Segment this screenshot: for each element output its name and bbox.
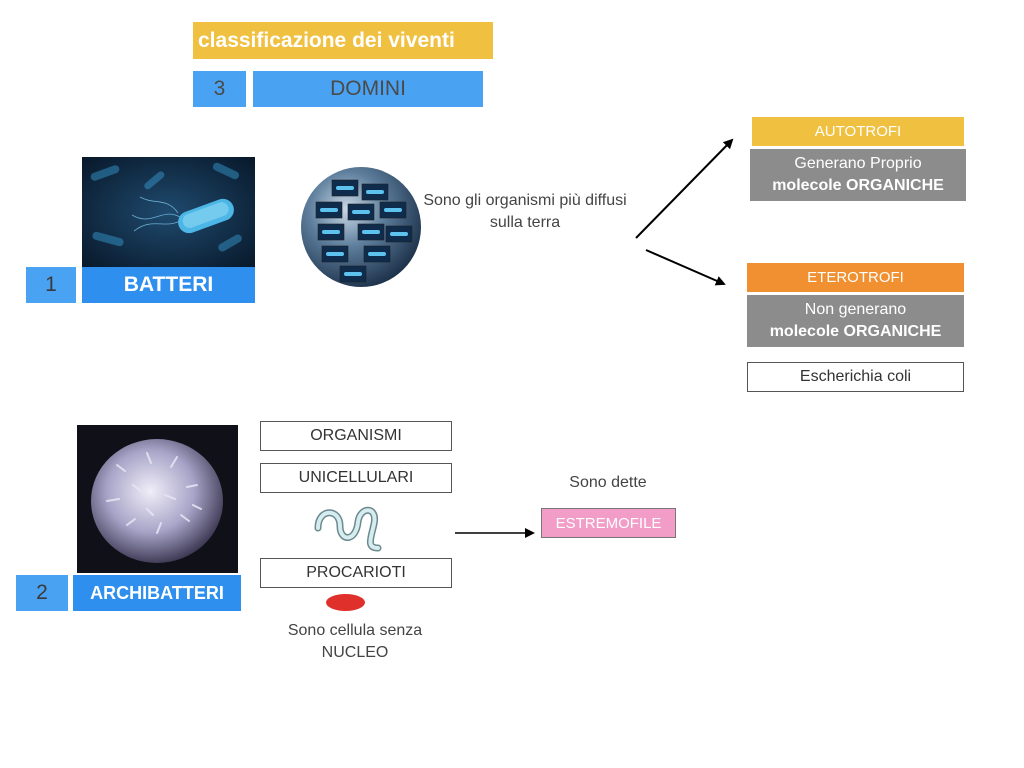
page-title: classificazione dei viventi [193,22,493,59]
batteri-label: BATTERI [82,267,255,303]
red-cell-dot [326,594,365,611]
earth-globe-image [300,166,422,288]
domain-count-badge: 3 [193,71,246,107]
autotrofi-line1: Generano Proprio [794,155,922,172]
eterotrofi-description: Non generano molecole ORGANICHE [747,295,964,347]
autotrofi-line2: molecole ORGANICHE [772,177,944,194]
eterotrofi-header: ETEROTROFI [747,263,964,292]
description-line2: NUCLEO [321,644,389,661]
eterotrofi-line2: molecole ORGANICHE [769,323,942,340]
arrow-to-autotrofi [635,138,734,239]
estremofile-box: ESTREMOFILE [541,508,676,538]
unicellulari-box: UNICELLULARI [260,463,452,493]
arrow-to-eterotrofi [645,249,726,286]
organismi-box: ORGANISMI [260,421,452,451]
archibatteri-number-badge: 2 [16,575,68,611]
example-ecoli: Escherichia coli [747,362,964,392]
autotrofi-description: Generano Proprio molecole ORGANICHE [750,149,966,201]
bacteria-image [82,157,255,268]
archaea-cell-image [77,425,238,573]
archibatteri-label: ARCHIBATTERI [73,575,241,611]
archibatteri-description: Sono cellula senza NUCLEO [270,620,440,664]
sono-dette-label: Sono dette [569,474,647,491]
organism-icon [310,498,392,554]
domini-label: DOMINI [253,71,483,107]
batteri-number-badge: 1 [26,267,76,303]
autotrofi-header: AUTOTROFI [752,117,964,146]
procarioti-box: PROCARIOTI [260,558,452,588]
eterotrofi-line1: Non generano [804,301,907,318]
batteri-description: Sono gli organismi più diffusi sulla ter… [423,192,627,231]
description-line1: Sono cellula senza [287,622,423,639]
